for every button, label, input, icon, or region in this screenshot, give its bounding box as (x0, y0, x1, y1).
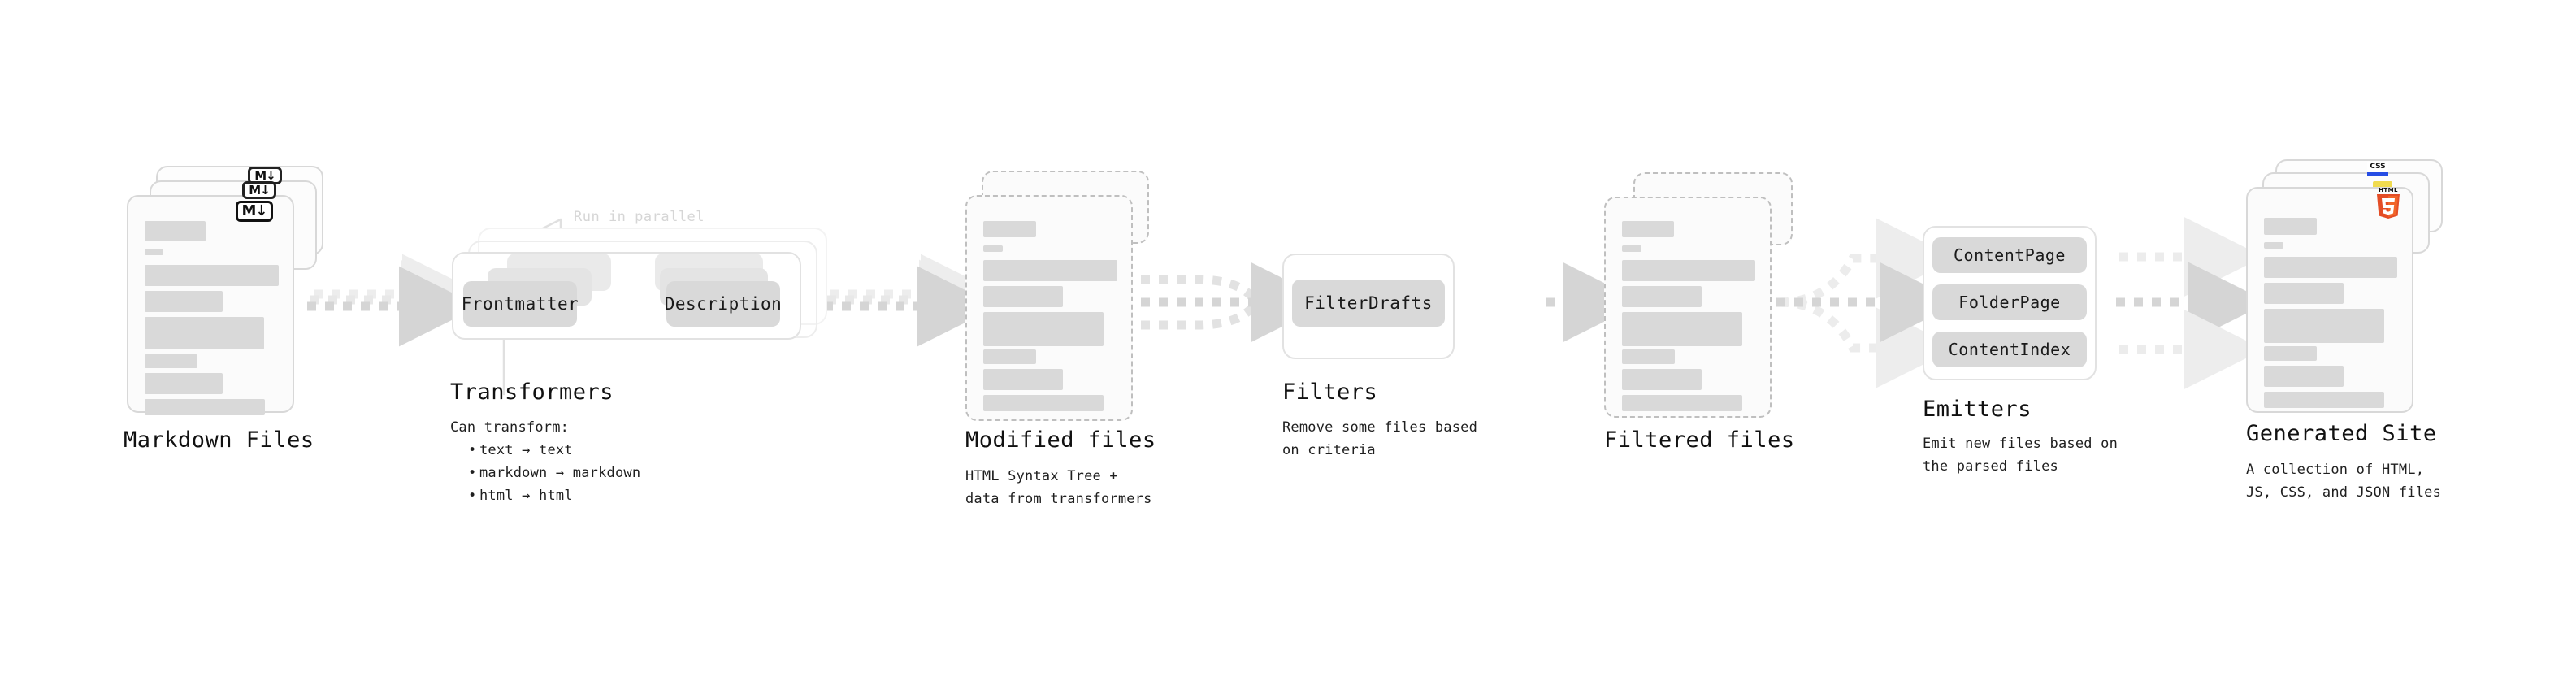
modified-card-front (965, 195, 1133, 421)
skeleton-line (2264, 392, 2384, 408)
skeleton-sub (983, 245, 1003, 252)
list-item: html → html (468, 484, 640, 507)
html5-icon-svg: HTML (2377, 187, 2400, 219)
stage-title-filtered-files: Filtered files (1604, 427, 1795, 453)
skeleton-line (145, 265, 279, 286)
filter-chip-filterdrafts[interactable]: FilterDrafts (1292, 280, 1445, 327)
arrow-modified-to-filters (1141, 262, 1331, 343)
transformers-subtitle: Can transform: (450, 419, 570, 436)
skeleton-title (2264, 218, 2317, 235)
arrow-markdown-to-transformers (307, 254, 483, 347)
skeleton-title (983, 221, 1036, 237)
stage-title-transformers: Transformers (450, 380, 614, 405)
skeleton-line (2264, 257, 2397, 278)
arrow-emitters-to-site (2116, 216, 2269, 390)
css3-icon: CSS (2367, 162, 2388, 176)
skeleton-line (145, 354, 197, 368)
css3-icon-label: CSS (2370, 163, 2386, 171)
skeleton-line (2264, 366, 2344, 387)
skeleton-line (983, 349, 1036, 364)
html5-icon: HTML (2374, 185, 2402, 219)
site-card-front (2246, 187, 2413, 413)
stage-title-generated-site: Generated Site (2246, 421, 2437, 446)
markdown-icon: M↓ (236, 201, 273, 222)
skeleton-sub (145, 249, 163, 255)
skeleton-title (1622, 221, 1674, 237)
skeleton-sub (2264, 242, 2283, 249)
skeleton-line (983, 395, 1104, 411)
skeleton-line (983, 312, 1104, 346)
skeleton-line (983, 286, 1063, 307)
list-item: text → text (468, 439, 640, 462)
stage-title-filters: Filters (1282, 380, 1378, 405)
generated-site-subtitle: A collection of HTML, JS, CSS, and JSON … (2246, 462, 2442, 501)
skeleton-line (145, 317, 264, 349)
list-item: markdown → markdown (468, 462, 640, 484)
skeleton-line (1622, 369, 1702, 390)
emitter-chip-contentindex[interactable]: ContentIndex (1932, 332, 2087, 367)
run-in-parallel-label: Run in parallel (574, 209, 705, 225)
skeleton-line (1622, 312, 1742, 346)
stage-title-emitters: Emitters (1923, 397, 2032, 422)
skeleton-line (1622, 349, 1675, 364)
arrow-filtered-to-emitters (1776, 218, 1960, 388)
transformer-chip-description[interactable]: Description (665, 281, 782, 327)
arrow-transformers-to-modified (824, 254, 1001, 347)
filtered-card-front (1604, 197, 1772, 418)
skeleton-line (145, 399, 265, 415)
skeleton-sub (1622, 245, 1641, 252)
filters-subtitle: Remove some files based on criteria (1282, 419, 1478, 459)
stage-title-markdown-files: Markdown Files (124, 427, 314, 453)
skeleton-title (145, 221, 206, 241)
emitter-chip-folderpage[interactable]: FolderPage (1932, 284, 2087, 320)
markdown-card-front (127, 195, 294, 415)
emitter-chip-contentpage[interactable]: ContentPage (1932, 237, 2087, 273)
skeleton-line (1622, 286, 1702, 307)
markdown-icon: M↓ (242, 181, 276, 199)
skeleton-line (983, 260, 1117, 281)
skeleton-line (2264, 346, 2317, 361)
skeleton-line (2264, 283, 2344, 304)
skeleton-line (145, 373, 223, 394)
transformers-bullet-list: text → text markdown → markdown html → h… (465, 439, 640, 507)
modified-files-subtitle: HTML Syntax Tree + data from transformer… (965, 468, 1152, 508)
svg-text:HTML: HTML (2379, 187, 2398, 193)
skeleton-line (983, 369, 1063, 390)
css3-icon-bar (2367, 172, 2388, 176)
skeleton-line (1622, 260, 1755, 281)
transformer-chip-frontmatter[interactable]: Frontmatter (462, 281, 579, 327)
skeleton-line (145, 291, 223, 312)
stage-title-modified-files: Modified files (965, 427, 1156, 453)
skeleton-line (2264, 309, 2384, 343)
skeleton-line (1622, 395, 1742, 411)
emitters-subtitle: Emit new files based on the parsed files (1923, 436, 2118, 475)
